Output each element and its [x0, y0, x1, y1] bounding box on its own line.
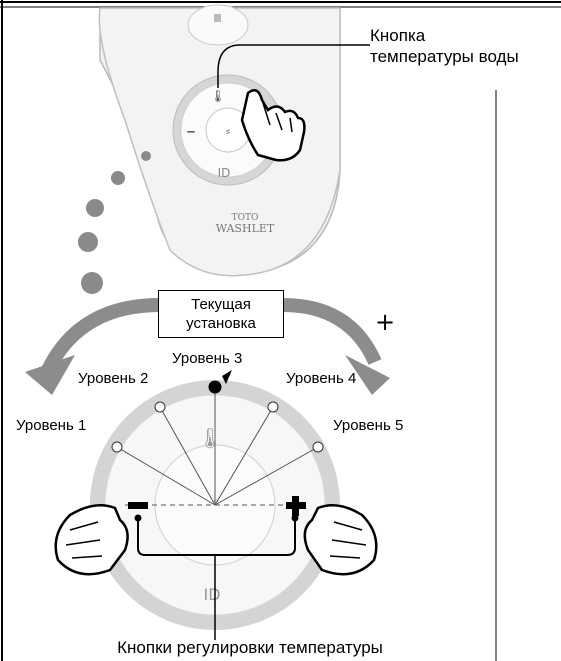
level-5-label: Уровень 5 — [333, 417, 403, 434]
brand-washlet: WASHLET — [216, 222, 275, 235]
dial-water-temperature-icon: 🌡 — [197, 426, 222, 450]
current-setting-line2: установка — [159, 314, 283, 333]
water-temp-callout-line2: температуры воды — [370, 46, 560, 67]
level-2-label: Уровень 2 — [78, 370, 148, 387]
level-3-marker — [209, 381, 221, 393]
level-4-label: Уровень 4 — [286, 370, 356, 387]
adjust-buttons-callout: Кнопки регулировки температуры — [0, 638, 500, 658]
level-5-marker — [313, 442, 323, 452]
remote-minus-button[interactable]: – — [187, 121, 196, 142]
dryer-icon: ⸗ — [226, 124, 230, 139]
id-icon: ID — [218, 166, 231, 180]
current-setting-callout: Текущая установка — [158, 290, 284, 338]
level-3-label: Уровень 3 — [172, 350, 242, 367]
level-2-marker — [155, 402, 165, 412]
level-4-marker — [268, 402, 278, 412]
dial-dryer-icon: ⸗ — [213, 494, 217, 509]
top-button-mark — [214, 14, 221, 22]
dot-sequence — [78, 151, 151, 294]
increase-plus-sign: + — [375, 308, 395, 336]
dial-minus-button[interactable] — [128, 502, 148, 509]
top-button[interactable] — [188, 5, 248, 45]
level-1-marker — [112, 442, 122, 452]
dial-id-icon: ID — [203, 585, 220, 604]
water-temp-callout: Кнопка температуры воды — [370, 25, 560, 67]
water-temperature-icon: 🌡 — [210, 89, 225, 103]
current-setting-line1: Текущая — [159, 295, 283, 314]
level-1-label: Уровень 1 — [16, 417, 86, 434]
water-temp-callout-line1: Кнопка — [370, 25, 560, 46]
